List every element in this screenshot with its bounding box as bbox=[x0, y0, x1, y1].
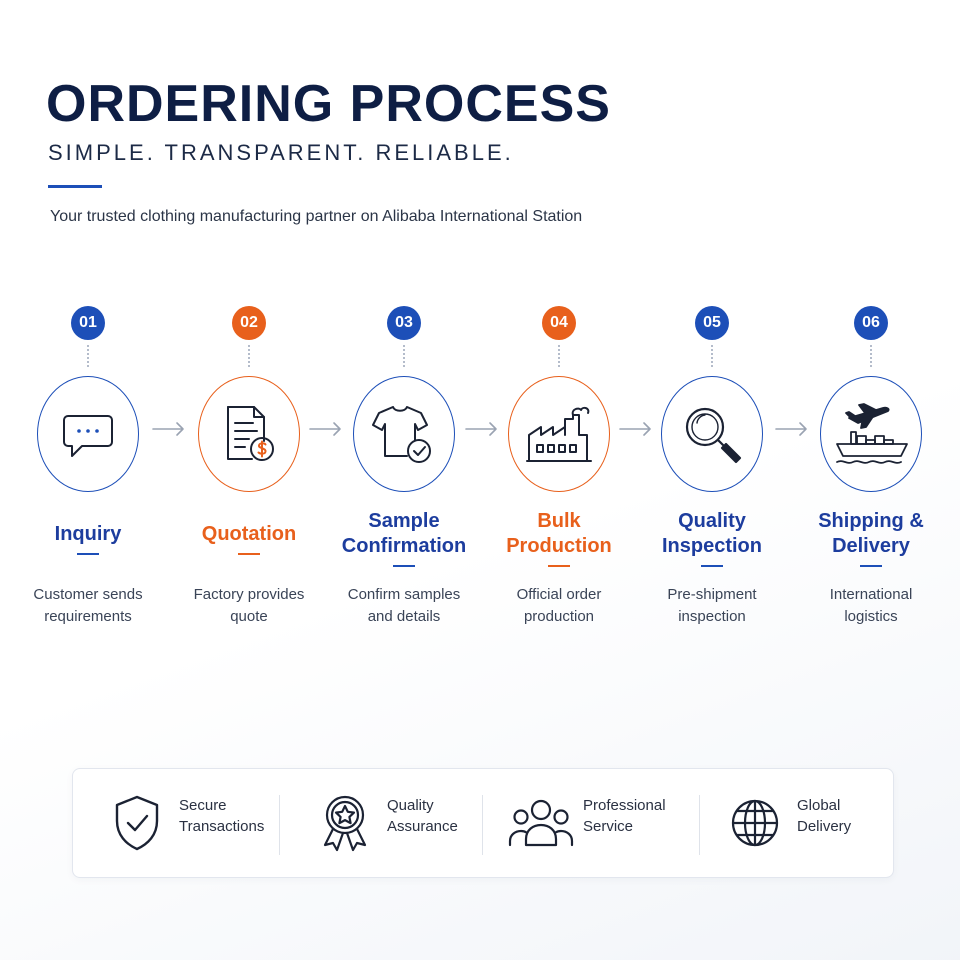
step-description: Customer sends requirements bbox=[3, 584, 173, 628]
feature-line-1: Secure bbox=[179, 797, 227, 814]
step-icon-circle bbox=[353, 376, 455, 492]
label-underline bbox=[393, 565, 415, 567]
label-underline bbox=[238, 552, 260, 555]
desc-line-1: Customer sends bbox=[33, 586, 143, 603]
desc-line-1: International bbox=[829, 586, 913, 603]
desc-line-1: Pre-shipment bbox=[667, 586, 757, 603]
step-number: 06 bbox=[854, 306, 888, 340]
feature-line-2: Delivery bbox=[797, 818, 852, 835]
desc-line-2: logistics bbox=[844, 608, 898, 625]
connector-dots bbox=[558, 345, 560, 367]
arrow-right-icon bbox=[619, 422, 651, 436]
page-title: ORDERING PROCESS bbox=[46, 75, 611, 133]
title-accent-line bbox=[48, 185, 102, 188]
arrow-right-icon bbox=[152, 422, 184, 436]
step-number: 05 bbox=[695, 306, 729, 340]
features-bar: Secure Transactions Quality Assurance bbox=[72, 768, 894, 878]
desc-line-2: production bbox=[523, 608, 595, 625]
step-number: 03 bbox=[387, 306, 421, 340]
connector-dots bbox=[870, 345, 872, 367]
tagline: Your trusted clothing manufacturing part… bbox=[50, 208, 583, 225]
step-description: Confirm samples and details bbox=[319, 584, 489, 628]
desc-line-1: Official order bbox=[516, 586, 602, 603]
feature-divider bbox=[482, 795, 483, 855]
shield-check-icon bbox=[115, 795, 159, 851]
step-description: International logistics bbox=[786, 584, 956, 628]
connector-dots bbox=[248, 345, 250, 367]
step-number: 01 bbox=[71, 306, 105, 340]
arrow-right-icon bbox=[775, 422, 807, 436]
tshirt-check-icon bbox=[372, 406, 431, 463]
step-quotation: 02 Quotation Factory provides quote bbox=[164, 306, 334, 628]
magnifier-icon bbox=[685, 407, 742, 464]
badge-star-icon bbox=[323, 795, 367, 852]
desc-line-1: Confirm samples bbox=[347, 586, 461, 603]
chat-icon bbox=[63, 415, 113, 457]
connector-dots bbox=[87, 345, 89, 367]
step-icon-circle bbox=[820, 376, 922, 492]
desc-line-1: Factory provides bbox=[193, 586, 305, 603]
feature-text: Secure Transactions bbox=[179, 795, 264, 837]
feature-text: Global Delivery bbox=[797, 795, 851, 837]
label-underline bbox=[700, 565, 723, 567]
label-underline bbox=[76, 552, 99, 555]
factory-icon bbox=[526, 406, 592, 462]
feature-text: Professional Service bbox=[583, 795, 666, 837]
step-label: Quotation bbox=[201, 522, 297, 545]
step-icon-circle bbox=[37, 376, 139, 492]
step-icon-circle bbox=[661, 376, 763, 492]
feature-line-2: Transactions bbox=[179, 818, 265, 835]
step-number: 04 bbox=[542, 306, 576, 340]
step-shipping-delivery: 06 Shipping &Delivery International logi… bbox=[786, 306, 956, 628]
page-subtitle: SIMPLE. TRANSPARENT. RELIABLE. bbox=[48, 140, 514, 165]
team-icon bbox=[508, 799, 574, 847]
feature-secure-transactions: Secure Transactions bbox=[103, 789, 264, 857]
desc-line-2: quote bbox=[230, 608, 268, 625]
globe-icon bbox=[731, 799, 779, 847]
feature-global-delivery: Global Delivery bbox=[721, 789, 851, 857]
label-underline bbox=[859, 565, 882, 567]
connector-dots bbox=[711, 345, 713, 367]
feature-line-2: Service bbox=[583, 818, 634, 835]
step-icon-circle bbox=[508, 376, 610, 492]
feature-text: Quality Assurance bbox=[387, 795, 458, 837]
invoice-dollar-icon bbox=[227, 406, 274, 461]
step-inquiry: 01 Inquiry Customer sends requirements bbox=[3, 306, 173, 628]
feature-line-1: Global bbox=[797, 797, 841, 814]
plane-ship-icon bbox=[836, 403, 908, 464]
desc-line-2: requirements bbox=[44, 608, 132, 625]
feature-divider bbox=[699, 795, 700, 855]
step-icon-circle bbox=[198, 376, 300, 492]
arrow-right-icon bbox=[309, 422, 341, 436]
step-label: Inquiry bbox=[54, 522, 122, 545]
step-label: Shipping &Delivery bbox=[818, 510, 924, 557]
feature-line-1: Professional bbox=[583, 797, 666, 814]
arrow-right-icon bbox=[465, 422, 497, 436]
feature-line-2: Assurance bbox=[387, 818, 458, 835]
step-description: Pre-shipment inspection bbox=[627, 584, 797, 628]
label-underline bbox=[547, 565, 570, 567]
desc-line-2: and details bbox=[367, 608, 441, 625]
desc-line-2: inspection bbox=[678, 608, 746, 625]
step-description: Factory provides quote bbox=[164, 584, 334, 628]
step-number: 02 bbox=[232, 306, 266, 340]
feature-line-1: Quality bbox=[387, 797, 434, 814]
feature-divider bbox=[279, 795, 280, 855]
connector-dots bbox=[403, 345, 405, 367]
step-description: Official order production bbox=[474, 584, 644, 628]
feature-quality-assurance: Quality Assurance bbox=[311, 789, 458, 857]
feature-professional-service: Professional Service bbox=[507, 789, 666, 857]
